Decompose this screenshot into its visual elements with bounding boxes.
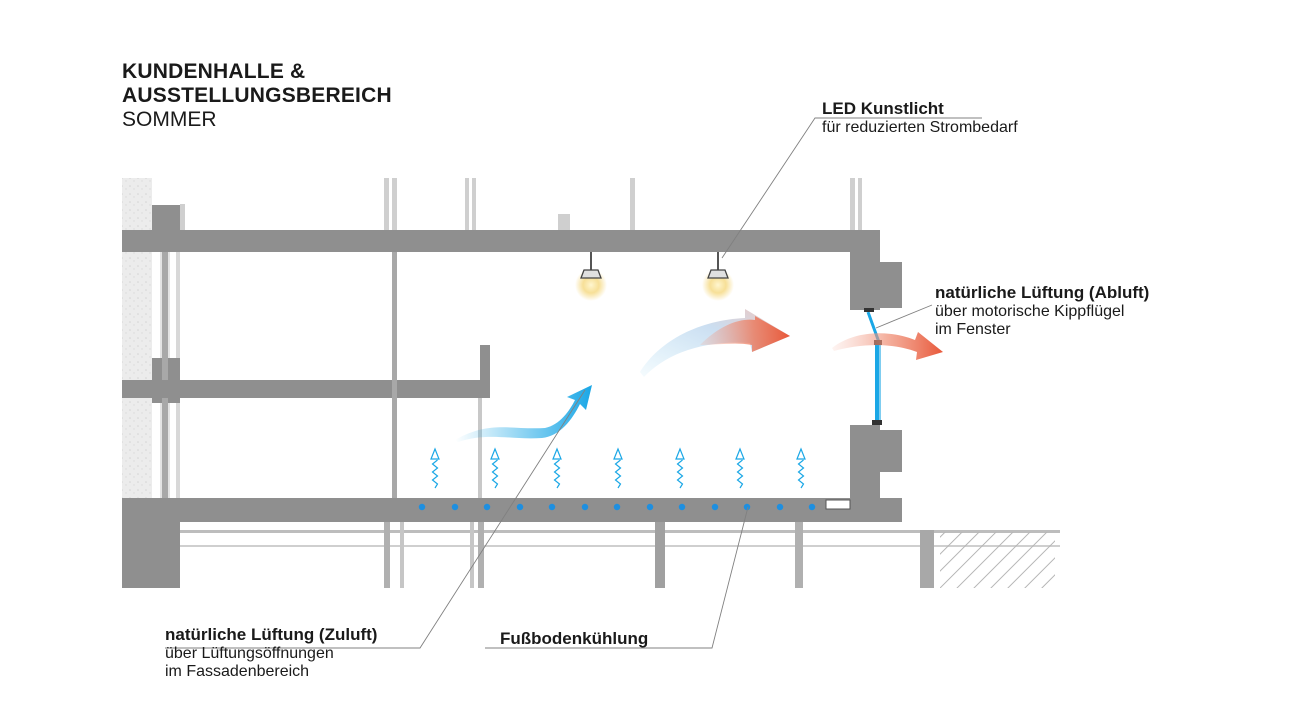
- pendant-lamp-icon: [702, 252, 734, 301]
- annotation-led-title: LED Kunstlicht: [822, 99, 944, 118]
- leader-exhaust: [875, 304, 933, 329]
- window-tilt-sash: [864, 308, 882, 425]
- annotation-led-line-1: für reduzierten Strombedarf: [822, 118, 1018, 136]
- annotation-exhaust-title: natürliche Lüftung (Abluft): [935, 283, 1150, 302]
- heading-season: SOMMER: [122, 108, 217, 132]
- interior-columns: [162, 252, 482, 498]
- structure-slabs: [122, 205, 902, 588]
- floor-vent-grille: [825, 499, 851, 510]
- right-wall-upper-notch: [880, 262, 902, 308]
- leader-floor: [485, 506, 749, 649]
- rising-air-arrow-icon: [796, 447, 806, 489]
- annotation-exhaust-line-2: im Fenster: [935, 320, 1011, 338]
- annotation-supply: natürliche Lüftung (Zuluft) über Lüftung…: [165, 625, 377, 681]
- annotation-supply-title: natürliche Lüftung (Zuluft): [165, 625, 378, 644]
- annotation-supply-line-2: im Fassadenbereich: [165, 662, 310, 680]
- curved-airflow-arrow-icon: [832, 332, 943, 360]
- rising-air-arrow-icon: [430, 447, 440, 489]
- annotation-floor: Fußbodenkühlung: [500, 629, 648, 649]
- mid-slab: [122, 380, 490, 398]
- floor-slab: [122, 498, 902, 522]
- mid-slab-end: [480, 345, 490, 398]
- leader-supply: [165, 389, 586, 649]
- annotation-exhaust: natürliche Lüftung (Abluft) über motoris…: [935, 283, 1149, 339]
- annotation-exhaust-line-1: über motorische Kippflügel: [935, 302, 1125, 320]
- upper-structure-lines: [180, 178, 862, 234]
- pendant-lamp-icon: [575, 252, 607, 301]
- heading-line-1: KUNDENHALLE &: [122, 60, 306, 83]
- floor-cooling-dots: [418, 503, 816, 511]
- left-column-bottom: [122, 498, 180, 588]
- rising-air-arrows: [430, 447, 806, 489]
- rising-air-arrow-icon: [613, 447, 623, 489]
- leader-led: [721, 117, 982, 259]
- annotation-supply-line-1: über Lüftungsöffnungen: [165, 644, 334, 662]
- curved-airflow-arrow-icon: [455, 385, 592, 442]
- upper-slab: [122, 230, 880, 252]
- heading-line-2: AUSSTELLUNGSBEREICH: [122, 84, 392, 108]
- right-wall-lower: [850, 425, 880, 515]
- annotation-led: LED Kunstlicht für reduzierten Strombeda…: [822, 99, 1018, 137]
- rising-air-arrow-icon: [490, 447, 500, 489]
- curved-airflow-arrow-icon: [700, 316, 790, 352]
- rising-air-arrow-icon: [735, 447, 745, 489]
- rising-air-arrow-icon: [675, 447, 685, 489]
- right-wall-lower-notch: [880, 430, 902, 472]
- basement-structure: [180, 522, 1060, 588]
- left-column-top: [152, 205, 180, 252]
- annotation-floor-title: Fußbodenkühlung: [500, 629, 649, 648]
- rising-air-arrow-icon: [552, 447, 562, 489]
- heading-block: KUNDENHALLE & AUSSTELLUNGSBEREICH SOMMER: [122, 60, 392, 132]
- leader-lines: [165, 117, 982, 649]
- right-wall-upper: [850, 240, 880, 310]
